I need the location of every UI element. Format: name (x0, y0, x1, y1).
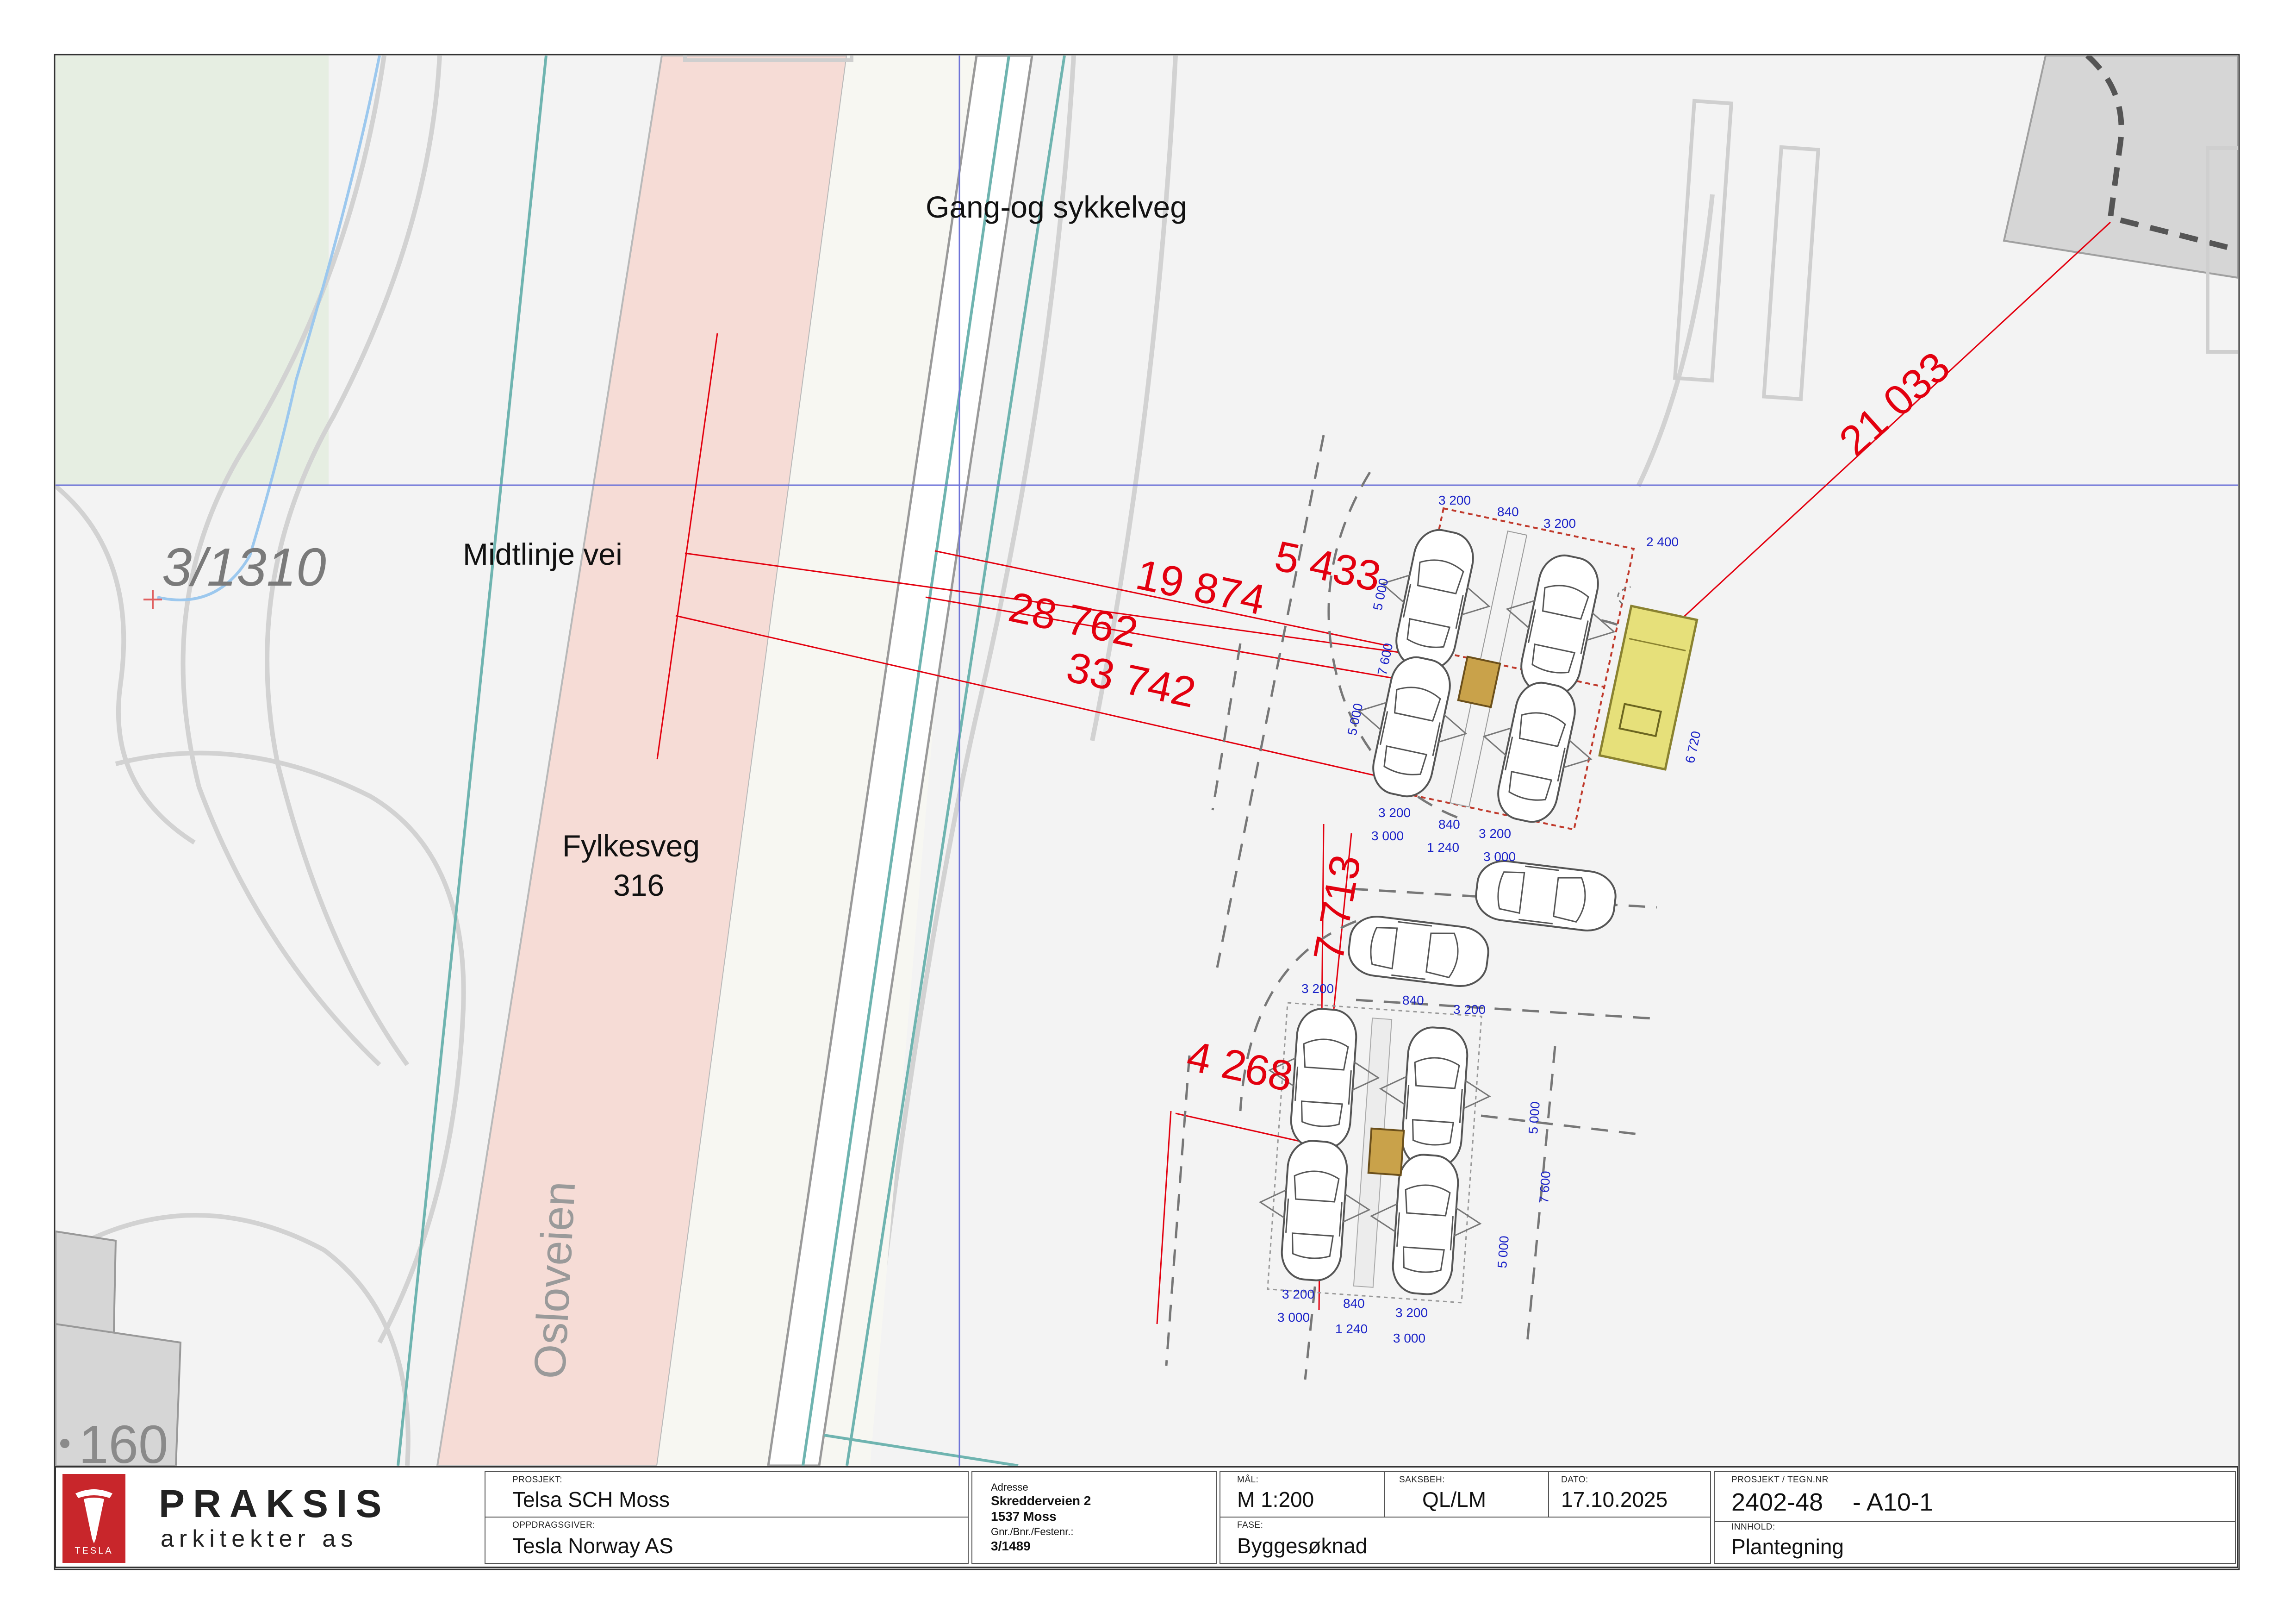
verge-strip (657, 56, 990, 1466)
maal-label: MÅL: (1237, 1475, 1259, 1485)
logo-text: TESLA (75, 1546, 113, 1556)
dim-mid-f: 3 000 (1483, 849, 1516, 864)
meta-cell: MÅL: M 1:200 SAKSBEH: QL/LM DATO: 17.10.… (1220, 1471, 1711, 1564)
building-left-2 (56, 1323, 182, 1466)
dim-bot-a: 3 200 (1282, 1287, 1314, 1301)
charger-cabinet-lower (1367, 1127, 1405, 1176)
title-block: TESLA PRAKSIS arkitekter as PROSJEKT: Te… (55, 1466, 2238, 1568)
innhold-value: Plantegning (1731, 1535, 1844, 1559)
label-midtlinje-vei: Midtlinje vei (463, 537, 622, 571)
dato-label: DATO: (1561, 1475, 1588, 1485)
prosjekt-label: PROSJEKT: (512, 1475, 562, 1485)
lower-charging-bay (1258, 1002, 1492, 1304)
tegnnr-value: 2402-48 (1731, 1488, 1823, 1516)
dim-top-d: 2 400 (1646, 535, 1679, 549)
dim-bot-d: 3 000 (1277, 1310, 1310, 1324)
building-dashed-line (2085, 56, 2238, 253)
label-parcel-number: 3/1310 (162, 537, 326, 597)
label-osloveien: Osloveien (525, 1180, 585, 1380)
tesla-logo: TESLA (62, 1474, 125, 1563)
elevation-point (60, 1439, 69, 1448)
map-area: Gang-og sykkelveg Midtlinje vei Fylkesve… (56, 56, 2238, 1474)
stream-line (157, 56, 381, 601)
dim-bot-c: 3 200 (1395, 1305, 1428, 1320)
saksbeh-label: SAKSBEH: (1399, 1475, 1445, 1485)
oppdragsgiver-value: Tesla Norway AS (512, 1534, 673, 1558)
dim-mid-d: 3 000 (1371, 829, 1404, 843)
dim-mid-c: 3 200 (1479, 826, 1511, 841)
oppdragsgiver-label: OPPDRAGSGIVER: (512, 1520, 596, 1530)
label-gang-sykkelveg: Gang-og sykkelveg (926, 190, 1187, 224)
label-fylkesveg: Fylkesveg (562, 829, 700, 863)
dim-bot-b: 840 (1343, 1296, 1365, 1311)
gnr-label: Gnr./Bnr./Festenr.: (991, 1526, 1074, 1537)
project-cell: PROSJEKT: Telsa SCH Moss OPPDRAGSGIVER: … (485, 1471, 969, 1564)
label-elevation: 160 (79, 1414, 168, 1474)
logo-cell: TESLA PRAKSIS arkitekter as (56, 1468, 484, 1567)
dim-low-side-5000-b: 5 000 (1495, 1235, 1512, 1268)
charger-cabinet-upper (1457, 656, 1501, 708)
dim-mid-a: 3 200 (1378, 806, 1411, 820)
adresse-line-1: Skredderveien 2 (991, 1493, 1091, 1508)
fase-value: Byggesøknad (1237, 1534, 1368, 1558)
parcel-lines (397, 56, 1066, 1466)
dim-top-a: 3 200 (1438, 493, 1471, 507)
adresse-label: Adresse (991, 1481, 1028, 1493)
road-fylkesveg (436, 56, 848, 1466)
drawing-number-cell: PROSJEKT / TEGN.NR 2402-48 - A10-1 INNHO… (1714, 1471, 2236, 1564)
green-area (56, 56, 329, 486)
tegnnr-label: PROSJEKT / TEGN.NR (1731, 1475, 1829, 1485)
dim-mid-b: 840 (1438, 817, 1460, 831)
dim-low-c: 3 200 (1453, 1002, 1486, 1017)
saksbeh-value: QL/LM (1422, 1487, 1487, 1512)
building-top-right (2003, 56, 2238, 279)
prosjekt-value: Telsa SCH Moss (512, 1487, 670, 1512)
transformer-station (1598, 586, 1699, 771)
adresse-line-2: 1537 Moss (991, 1509, 1057, 1524)
dato-value: 17.10.2025 (1561, 1487, 1668, 1512)
parcel-marker (143, 590, 162, 609)
fase-label: FASE: (1237, 1520, 1263, 1530)
dim-low-side-7600: 7 600 (1537, 1170, 1553, 1204)
cycle-path (767, 56, 1033, 1466)
buildings (56, 56, 2238, 1466)
brand-name: PRAKSIS (159, 1482, 390, 1525)
dim-top-b: 840 (1497, 505, 1519, 519)
dim-top-c: 3 200 (1543, 516, 1576, 531)
terrain-contours (56, 56, 1715, 1466)
innhold-label: INNHOLD: (1731, 1522, 1775, 1532)
address-cell: Adresse Skredderveien 2 1537 Moss Gnr./B… (971, 1471, 1217, 1564)
gnr-value: 3/1489 (991, 1539, 1031, 1553)
dim-bot-f: 3 000 (1393, 1331, 1425, 1345)
blue-dimensions: 3 200 840 3 200 2 400 5 000 7 600 5 000 … (1277, 493, 1703, 1345)
dim-mid-e: 1 240 (1427, 840, 1459, 855)
dim-low-a: 3 200 (1301, 981, 1334, 996)
brand-subtitle: arkitekter as (161, 1525, 358, 1552)
label-fylkesveg-number: 316 (613, 868, 664, 902)
dim-bot-e: 1 240 (1335, 1322, 1368, 1336)
tegnnr-suffix: - A10-1 (1853, 1488, 1934, 1516)
dim-low-side-5000-a: 5 000 (1526, 1101, 1543, 1134)
dim-low-b: 840 (1402, 993, 1424, 1007)
maal-value: M 1:200 (1237, 1487, 1314, 1512)
